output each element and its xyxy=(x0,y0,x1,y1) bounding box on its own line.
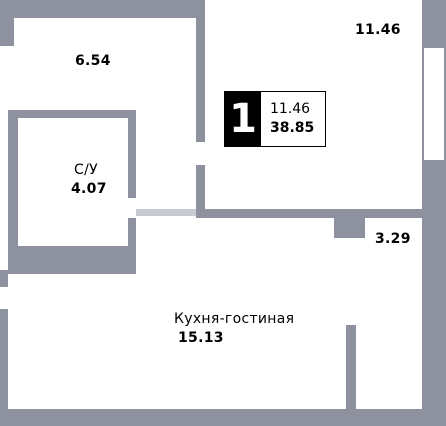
wall-bath-top xyxy=(8,110,133,118)
wall-bedroom-left-lower xyxy=(196,165,205,215)
balcony-area: 3.29 xyxy=(375,231,411,247)
rooms-count: 1 xyxy=(225,92,261,146)
bedroom-area: 11.46 xyxy=(355,22,401,38)
wall-top-left xyxy=(0,0,205,18)
wall-balcony-divider xyxy=(334,218,358,238)
wall-bath-right xyxy=(128,110,136,198)
wall-bottom xyxy=(0,409,446,426)
wall-bath-left xyxy=(8,110,18,274)
total-area: 38.85 xyxy=(270,120,315,136)
wall-bedroom-left xyxy=(196,14,205,142)
kitchen-name: Кухня-гостиная xyxy=(174,311,295,327)
window-bedroom xyxy=(422,48,446,160)
wall-left-lower xyxy=(0,270,8,287)
living-area: 11.46 xyxy=(270,101,311,117)
wall-balcony-left-lower xyxy=(346,325,356,409)
wall-bath-bottom xyxy=(8,246,136,274)
wall-balcony-left xyxy=(357,218,365,238)
wall-left-lower-2 xyxy=(0,309,8,409)
kitchen-area: 15.13 xyxy=(178,330,224,346)
hall-area: 6.54 xyxy=(75,53,111,69)
wall-bath-stub xyxy=(136,209,196,216)
apartment-badge: 1 11.46 38.85 xyxy=(224,91,326,147)
bathroom-name: С/У xyxy=(74,162,98,178)
wall-bedroom-bottom xyxy=(196,209,422,218)
bathroom-area: 4.07 xyxy=(71,181,107,197)
wall-left-upper xyxy=(0,0,14,46)
